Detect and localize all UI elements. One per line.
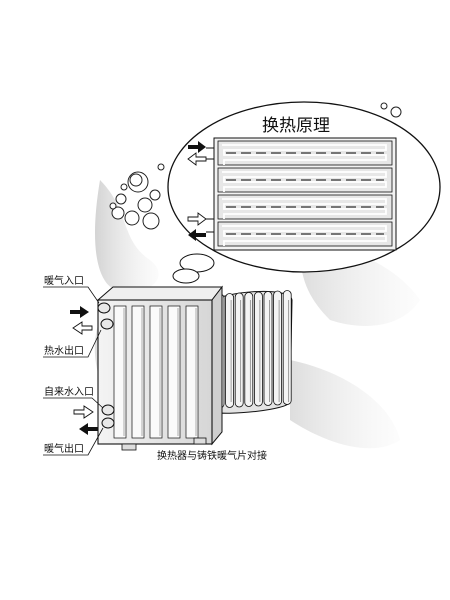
radiator-fin bbox=[225, 293, 235, 408]
box-slat bbox=[149, 305, 163, 439]
bubble-title: 换热原理 bbox=[262, 116, 330, 136]
cast-iron-radiator bbox=[211, 290, 293, 414]
box-slat bbox=[131, 305, 145, 439]
bubble-arrow-in-top bbox=[188, 141, 206, 153]
label-tap-water-inlet: 自来水入口 bbox=[44, 387, 94, 398]
exchanger-plate bbox=[217, 221, 393, 247]
plate-rows bbox=[217, 140, 393, 247]
box-slat bbox=[167, 305, 181, 439]
label-heating-inlet: 暖气入口 bbox=[44, 276, 84, 287]
box-slat bbox=[113, 305, 127, 439]
port-arrow-hot-water-out bbox=[72, 321, 93, 335]
diagram-caption: 换热器与铸铁暖气片对接 bbox=[157, 451, 267, 462]
port-arrow-tap-water-in bbox=[73, 405, 94, 419]
exchanger-plate bbox=[217, 194, 393, 220]
box-slat bbox=[185, 305, 199, 439]
pipe-connectors bbox=[97, 302, 115, 429]
exchanger-plate bbox=[217, 167, 393, 193]
air-bubbles bbox=[109, 102, 402, 230]
box-slats bbox=[113, 305, 199, 439]
plate-exchanger-schematic bbox=[206, 137, 397, 251]
exchanger-plate bbox=[217, 140, 393, 166]
label-leader-lines bbox=[43, 286, 104, 456]
inlet-outlet-stubs bbox=[206, 147, 214, 233]
port-arrow-heating-out bbox=[79, 423, 98, 435]
bubble-arrow-out-top bbox=[187, 152, 207, 166]
port-arrow-heating-in bbox=[70, 306, 89, 318]
bubble-arrow-in-bottom bbox=[187, 212, 207, 226]
radiator-fin bbox=[234, 292, 244, 408]
radiator-fin bbox=[282, 290, 292, 405]
radiator-fin bbox=[244, 292, 254, 407]
radiator-fin bbox=[273, 290, 283, 406]
bubble-arrow-out-bottom bbox=[188, 229, 206, 241]
radiator-fin bbox=[253, 291, 263, 407]
exchanger-box bbox=[96, 285, 224, 451]
radiator-fin bbox=[263, 291, 273, 406]
label-heating-outlet: 暖气出口 bbox=[44, 444, 84, 455]
label-hot-water-outlet: 热水出口 bbox=[44, 346, 84, 357]
